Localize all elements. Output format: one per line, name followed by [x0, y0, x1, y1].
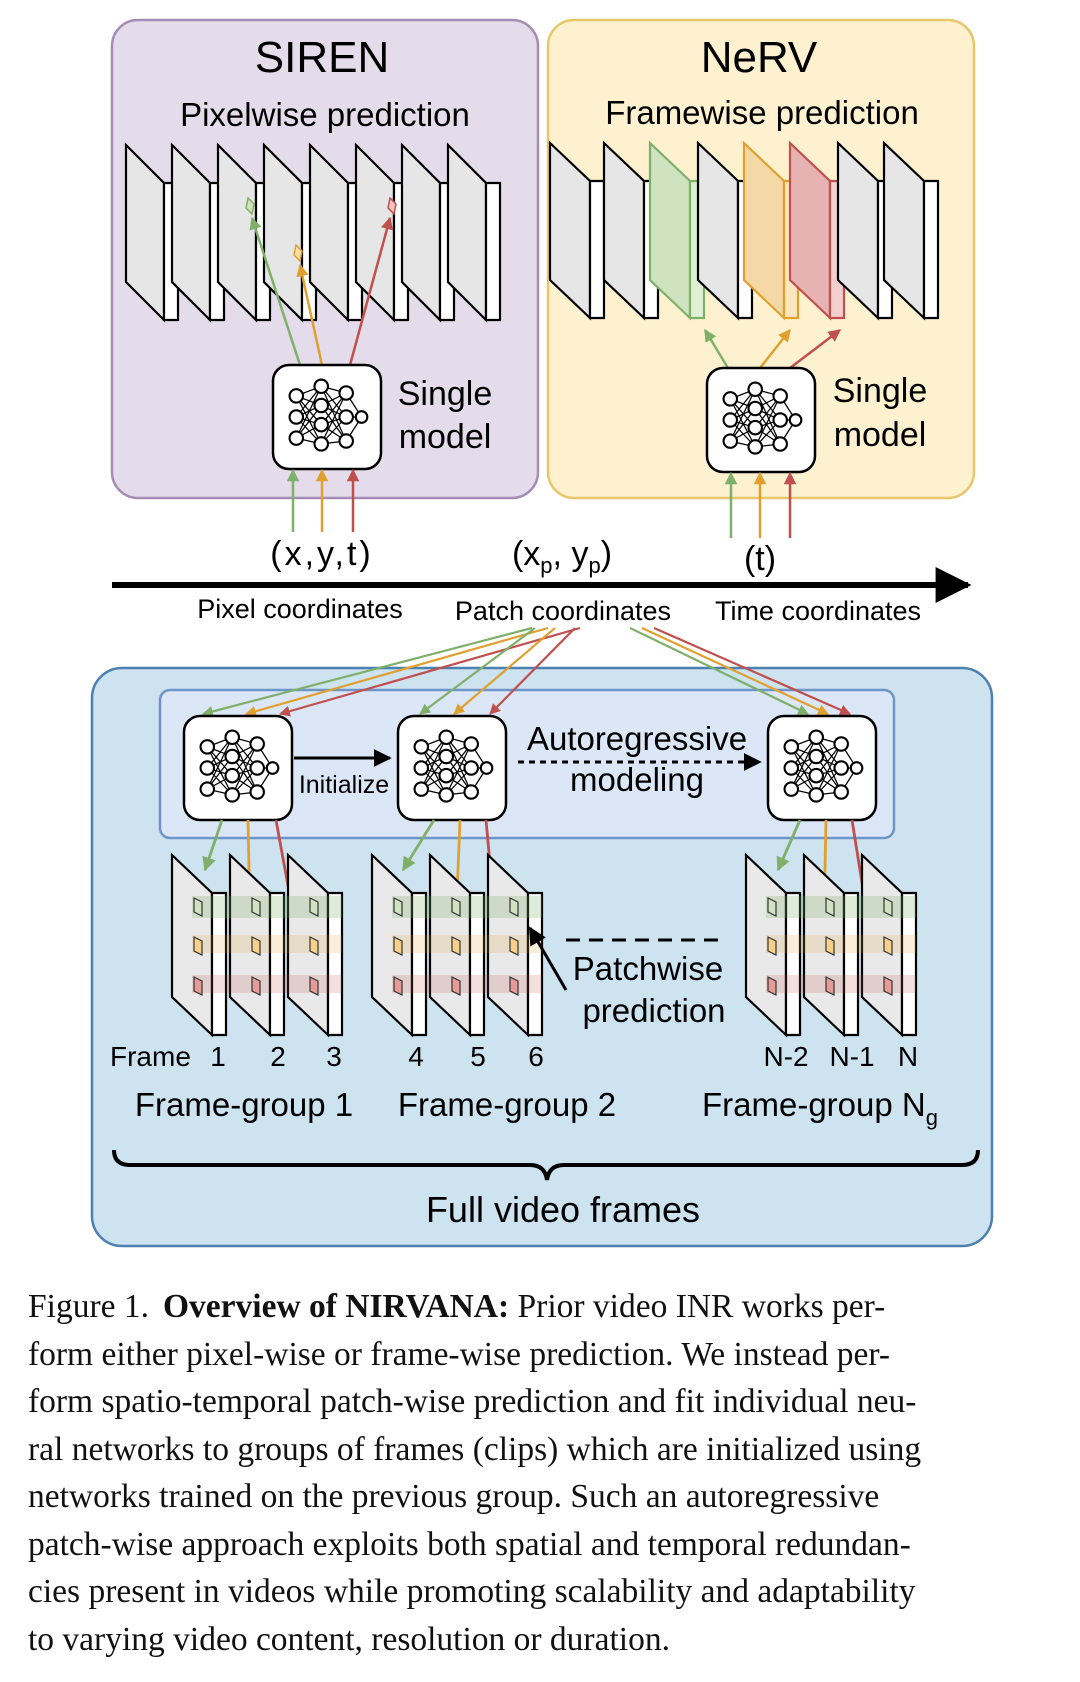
siren-title: SIREN	[255, 33, 389, 82]
frame-number-label: N	[898, 1041, 918, 1072]
frame-group-2	[370, 852, 544, 1038]
axis-label-time: Time coordinates	[715, 596, 921, 626]
patch-close: )	[601, 535, 612, 573]
autoregressive-label-2: modeling	[570, 761, 704, 798]
pixel-coordinates-input: (x,y,t)	[270, 535, 373, 573]
frame-number-label: N-2	[763, 1041, 808, 1072]
frame-groups	[170, 852, 918, 1038]
figure-caption: Figure 1. Overview of NIRVANA: Prior vide…	[28, 1283, 1052, 1663]
nerv-subtitle: Framewise prediction	[605, 94, 919, 131]
patch-coordinates-input: (xp, yp)	[512, 535, 612, 578]
full-video-brace	[112, 1149, 980, 1181]
model-chain-panel	[158, 688, 896, 840]
nerv-model-label-2: model	[834, 416, 927, 454]
frame-number-label: 1	[210, 1041, 226, 1072]
frame-number-label: 3	[326, 1041, 342, 1072]
patchwise-label-2: prediction	[582, 992, 725, 1029]
frame-group-1-label: Frame-group 1	[135, 1086, 353, 1123]
frame-group-n-subscript: g	[926, 1105, 938, 1130]
caption-line-1: Prior video INR works per-	[517, 1288, 886, 1325]
frame-number-labels: 1 2 3 4 5 6 N-2 N-1 N	[210, 1041, 918, 1072]
axis-label-patch: Patch coordinates	[455, 596, 671, 626]
frame-number-label: 6	[528, 1041, 544, 1072]
caption-line-5: networks trained on the previous group. …	[28, 1478, 880, 1515]
time-coordinates-input: (t)	[744, 540, 776, 578]
frame-group-n-label: Frame-group Ng	[702, 1086, 938, 1130]
caption-line-7: cies present in videos while promoting s…	[28, 1573, 916, 1610]
siren-model-label-1: Single	[398, 375, 493, 413]
nerv-output-arrows	[703, 328, 841, 369]
patchwise-label-1: Patchwise	[573, 950, 723, 987]
caption-line-2: form either pixel-wise or frame-wise pre…	[28, 1335, 891, 1373]
nerv-model-label-1: Single	[833, 372, 928, 410]
patch-x-subscript: p	[540, 553, 552, 578]
nerv-title: NeRV	[701, 33, 818, 82]
siren-pixel-markers	[245, 196, 397, 263]
nerv-frame	[882, 140, 940, 321]
patch-x: (x	[512, 535, 540, 573]
patch-to-model-arrows	[201, 626, 852, 717]
caption-line-4: ral networks to groups of frames (clips)…	[28, 1430, 922, 1468]
patchwise-pointer-arrow	[528, 926, 568, 991]
initialize-label: Initialize	[299, 771, 389, 799]
nerv-frame	[548, 140, 606, 321]
caption-line-3: form spatio-temporal patch-wise predicti…	[28, 1383, 917, 1420]
nerv-frame-stack	[548, 140, 940, 321]
caption-label: Figure 1.	[28, 1288, 149, 1325]
frame-number-label: 2	[270, 1041, 286, 1072]
siren-subtitle: Pixelwise prediction	[180, 96, 470, 133]
nirvana-overview-figure: SIREN Pixelwise prediction Single model …	[90, 18, 994, 1248]
caption-bold-title: Overview of NIRVANA:	[162, 1288, 510, 1325]
autoregressive-label-1: Autoregressive	[527, 720, 747, 757]
frame-group-2-label: Frame-group 2	[398, 1086, 616, 1123]
frame-number-label: 5	[470, 1041, 486, 1072]
siren-model-label-2: model	[399, 418, 492, 456]
patch-y: , y	[553, 535, 589, 573]
frame-group-1	[170, 852, 344, 1038]
frame-number-label: N-1	[829, 1041, 874, 1072]
frame-number-label: 4	[408, 1041, 424, 1072]
nerv-input-arrows	[724, 471, 797, 538]
caption-line-8: to varying video content, resolution or …	[28, 1620, 670, 1658]
full-video-frames-label: Full video frames	[426, 1189, 700, 1230]
frame-prefix-label: Frame	[110, 1041, 191, 1072]
axis-label-pixel: Pixel coordinates	[197, 594, 403, 624]
siren-input-arrows	[286, 468, 360, 532]
frame-group-n-text: Frame-group N	[702, 1086, 926, 1123]
siren-frame	[446, 142, 502, 323]
frame-group-n	[744, 852, 918, 1038]
caption-line-6: patch-wise approach exploits both spatia…	[28, 1525, 911, 1563]
siren-output-arrows	[249, 216, 394, 366]
patch-y-subscript: p	[588, 553, 600, 578]
